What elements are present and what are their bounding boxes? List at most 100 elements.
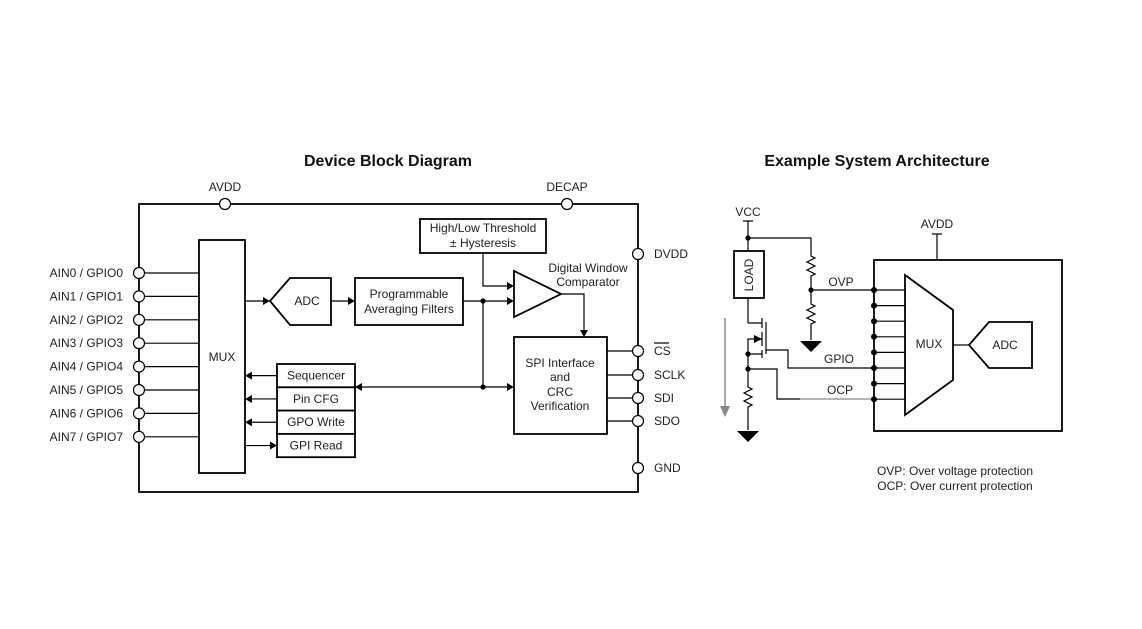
- mux-input-junction: [871, 365, 877, 371]
- adc-label: ADC: [294, 294, 320, 308]
- filters-label-line2: Averaging Filters: [364, 302, 454, 316]
- load-label: LOAD: [742, 258, 756, 291]
- comparator-label-line1: Digital Window: [548, 261, 628, 275]
- system-architecture-title: Example System Architecture: [764, 153, 989, 170]
- pin-sclk: SCLK: [607, 368, 685, 382]
- mux-to-adc-arrow: [263, 297, 270, 305]
- pin-sdi-label: SDI: [654, 391, 674, 405]
- divider-resistor-bottom: [805, 290, 817, 340]
- comparator-to-spi-wire: [561, 293, 585, 332]
- adc-to-filter-arrow: [348, 297, 355, 305]
- pin-sdo-circle: [631, 414, 645, 428]
- mux-input-junction: [871, 318, 877, 325]
- mux-input-junction: [871, 287, 877, 293]
- pin-decap: DECAP: [546, 180, 588, 211]
- pin-gnd: GND: [631, 461, 681, 475]
- analog-pin-circle: [132, 383, 146, 397]
- analog-pin-label: AIN1 / GPIO1: [50, 289, 124, 303]
- pin-cs-label: CS: [654, 344, 671, 358]
- control-block: GPI Read: [245, 432, 356, 459]
- analog-pin: AIN4 / GPIO4: [50, 360, 199, 374]
- mux-input-junction: [871, 396, 877, 403]
- divider-resistor-top: [805, 252, 817, 290]
- system-mux-block: [904, 273, 954, 417]
- mux-input-junction: [871, 349, 877, 356]
- control-block-label: Pin CFG: [293, 392, 339, 406]
- comparator-label-line2: Comparator: [556, 275, 619, 289]
- ocp-wire: [748, 368, 800, 400]
- legend-ovp: OVP: Over voltage protection: [877, 464, 1033, 478]
- vcc-to-divider-wire: [748, 237, 812, 252]
- vcc-label: VCC: [735, 205, 761, 219]
- ground-icon: [737, 431, 759, 442]
- spi-label-line3: CRC: [547, 385, 573, 399]
- pin-gnd-label: GND: [654, 461, 681, 475]
- ocp-label: OCP: [827, 383, 853, 397]
- filter-to-comparator-arrow: [507, 297, 514, 305]
- control-to-mux-arrow: [245, 371, 252, 380]
- analog-pin-circle: [132, 407, 146, 420]
- gpio-wire: [766, 349, 874, 369]
- control-block-label: GPI Read: [290, 438, 343, 452]
- pin-decap-circle: [560, 197, 574, 211]
- analog-pin-circle: [132, 266, 146, 280]
- pin-cs: CS: [607, 342, 671, 358]
- mux-input-junction: [871, 302, 877, 309]
- threshold-block: [419, 218, 547, 254]
- analog-pin-label: AIN7 / GPIO7: [50, 430, 124, 444]
- pin-dvdd-label: DVDD: [654, 247, 688, 261]
- spi-crc-block: [513, 336, 608, 435]
- mux-input-junction: [871, 333, 877, 340]
- analog-pin-circle: [132, 360, 146, 373]
- analog-pin: AIN5 / GPIO5: [50, 383, 199, 397]
- ovp-label: OVP: [828, 275, 853, 289]
- analog-pin: AIN1 / GPIO1: [50, 289, 199, 303]
- analog-pin-label: AIN4 / GPIO4: [50, 360, 124, 374]
- analog-pin: AIN6 / GPIO6: [50, 406, 199, 420]
- fet-body-diode-arrow: [754, 335, 762, 343]
- analog-pin-label: AIN6 / GPIO6: [50, 406, 124, 420]
- control-block: Sequencer: [245, 363, 356, 389]
- threshold-label-line2: ± Hysteresis: [450, 236, 516, 250]
- shunt-resistor: [742, 369, 754, 430]
- legend-ocp: OCP: Over current protection: [877, 479, 1032, 493]
- filters-label-line1: Programmable: [370, 287, 449, 301]
- analog-pin-label: AIN2 / GPIO2: [50, 313, 124, 327]
- bus-to-control-arrow: [355, 383, 362, 391]
- gpio-label: GPIO: [824, 352, 854, 366]
- threshold-to-comparator-arrow: [507, 282, 514, 290]
- pin-avdd-circle: [218, 197, 232, 211]
- device-block-diagram: Device Block Diagram AVDD DECAP MUX AIN0…: [50, 153, 688, 493]
- ground-icon: [800, 341, 822, 352]
- pin-cs-circle: [631, 344, 645, 358]
- device-box: [873, 259, 1063, 432]
- analog-pin-label: AIN0 / GPIO0: [50, 266, 124, 280]
- pin-decap-label: DECAP: [546, 180, 587, 194]
- pin-dvdd-circle: [631, 247, 645, 261]
- control-block: GPO Write: [245, 409, 356, 435]
- control-to-mux-arrow: [245, 394, 252, 403]
- load-block: [733, 250, 765, 299]
- system-mux-label: MUX: [916, 337, 943, 351]
- analog-pin: AIN2 / GPIO2: [50, 313, 199, 327]
- control-block-label: GPO Write: [287, 415, 345, 429]
- pin-avdd: AVDD: [209, 180, 242, 211]
- threshold-label-line1: High/Low Threshold: [430, 221, 537, 235]
- analog-pin-label: AIN5 / GPIO5: [50, 383, 124, 397]
- control-block-label: Sequencer: [287, 369, 345, 383]
- pin-sdo: SDO: [607, 414, 680, 428]
- pin-sclk-circle: [631, 368, 645, 382]
- bus-to-spi-arrow: [507, 383, 514, 391]
- system-adc-label: ADC: [992, 338, 1018, 352]
- comparator-block: [513, 269, 564, 319]
- analog-pin-label: AIN3 / GPIO3: [50, 336, 124, 350]
- spi-label-line4: Verification: [531, 399, 590, 413]
- pin-sclk-label: SCLK: [654, 368, 685, 382]
- avdd-label: AVDD: [921, 217, 954, 231]
- analog-pin: AIN7 / GPIO7: [50, 430, 199, 444]
- pin-sdi-circle: [631, 391, 645, 405]
- pin-avdd-label: AVDD: [209, 180, 242, 194]
- control-to-mux-arrow: [245, 418, 252, 427]
